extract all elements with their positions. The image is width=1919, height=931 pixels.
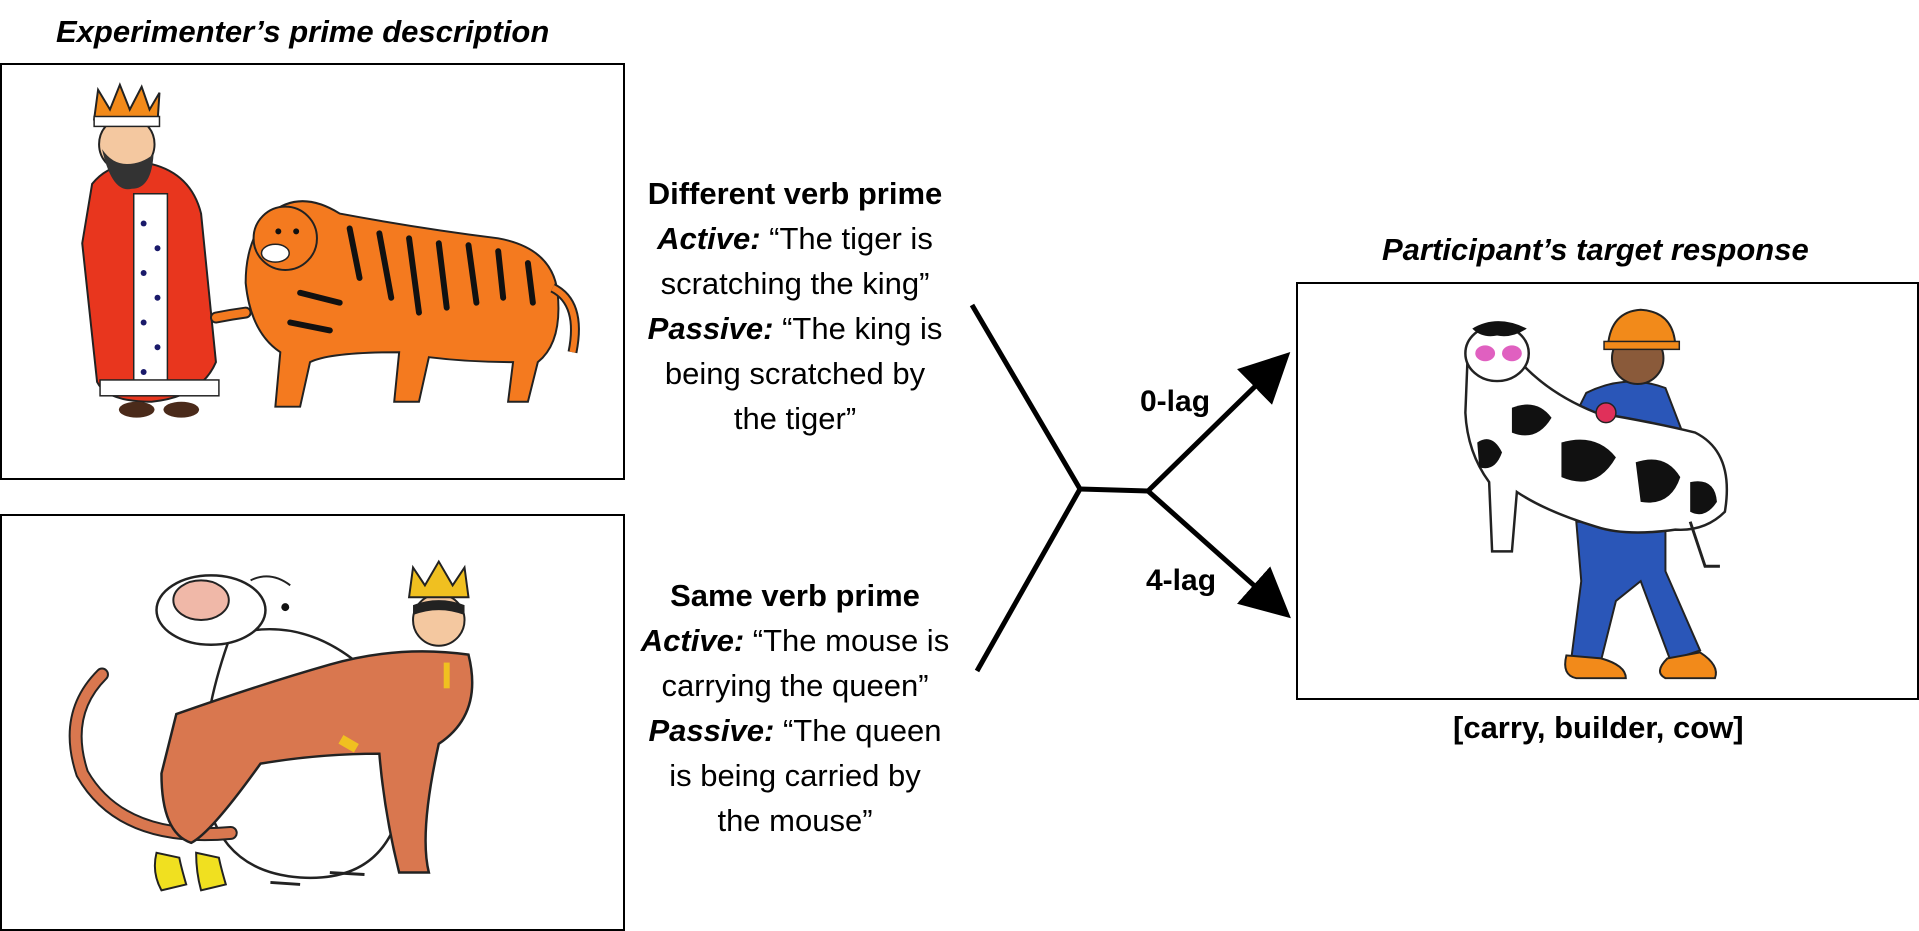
different-verb-passive-text-2: being scratched by: [664, 356, 926, 391]
same-verb-passive-line: Passive: “The queen: [605, 708, 985, 753]
same-verb-prime: Same verb prime Active: “The mouse is ca…: [605, 573, 985, 843]
same-verb-passive-text-3: the mouse”: [717, 803, 873, 838]
different-verb-branch-line: [969, 303, 1083, 491]
different-verb-title: Different verb prime: [647, 176, 943, 211]
target-heading: Participant’s target response: [1382, 232, 1809, 267]
passive-label: Passive:: [648, 713, 775, 748]
stem-line: [1079, 486, 1149, 494]
different-verb-active-text: “The tiger is: [769, 221, 933, 256]
same-verb-active-text-2: carrying the queen”: [661, 668, 929, 703]
different-verb-passive-text-3: the tiger”: [733, 401, 857, 436]
king-tiger-picture: [0, 63, 625, 480]
different-verb-passive-line: Passive: “The king is: [605, 306, 985, 351]
mouse-queen-illustration: [68, 559, 474, 892]
king-tiger-illustration: [81, 82, 580, 418]
same-verb-branch-line: [974, 487, 1083, 673]
builder-cow-illustration: [1464, 308, 1729, 680]
passive-label: Passive:: [647, 311, 774, 346]
builder-cow-picture: [1296, 282, 1919, 700]
same-verb-active-line: Active: “The mouse is: [605, 618, 985, 663]
zero-lag-label: 0-lag: [1140, 385, 1211, 418]
mouse-queen-picture: [0, 514, 625, 931]
target-caption: [carry, builder, cow]: [1453, 710, 1744, 745]
different-verb-active-line: Active: “The tiger is: [605, 216, 985, 261]
same-verb-title: Same verb prime: [670, 578, 920, 613]
same-verb-passive-text: “The queen: [782, 713, 942, 748]
four-lag-label: 4-lag: [1146, 564, 1217, 597]
active-label: Active:: [640, 623, 745, 658]
same-verb-passive-text-2: is being carried by: [669, 758, 921, 793]
different-verb-passive-text: “The king is: [782, 311, 943, 346]
different-verb-active-text-2: scratching the king”: [660, 266, 930, 301]
active-label: Active:: [657, 221, 761, 256]
prime-heading: Experimenter’s prime description: [56, 14, 550, 49]
different-verb-prime: Different verb prime Active: “The tiger …: [605, 171, 985, 441]
same-verb-active-text: “The mouse is: [752, 623, 950, 658]
